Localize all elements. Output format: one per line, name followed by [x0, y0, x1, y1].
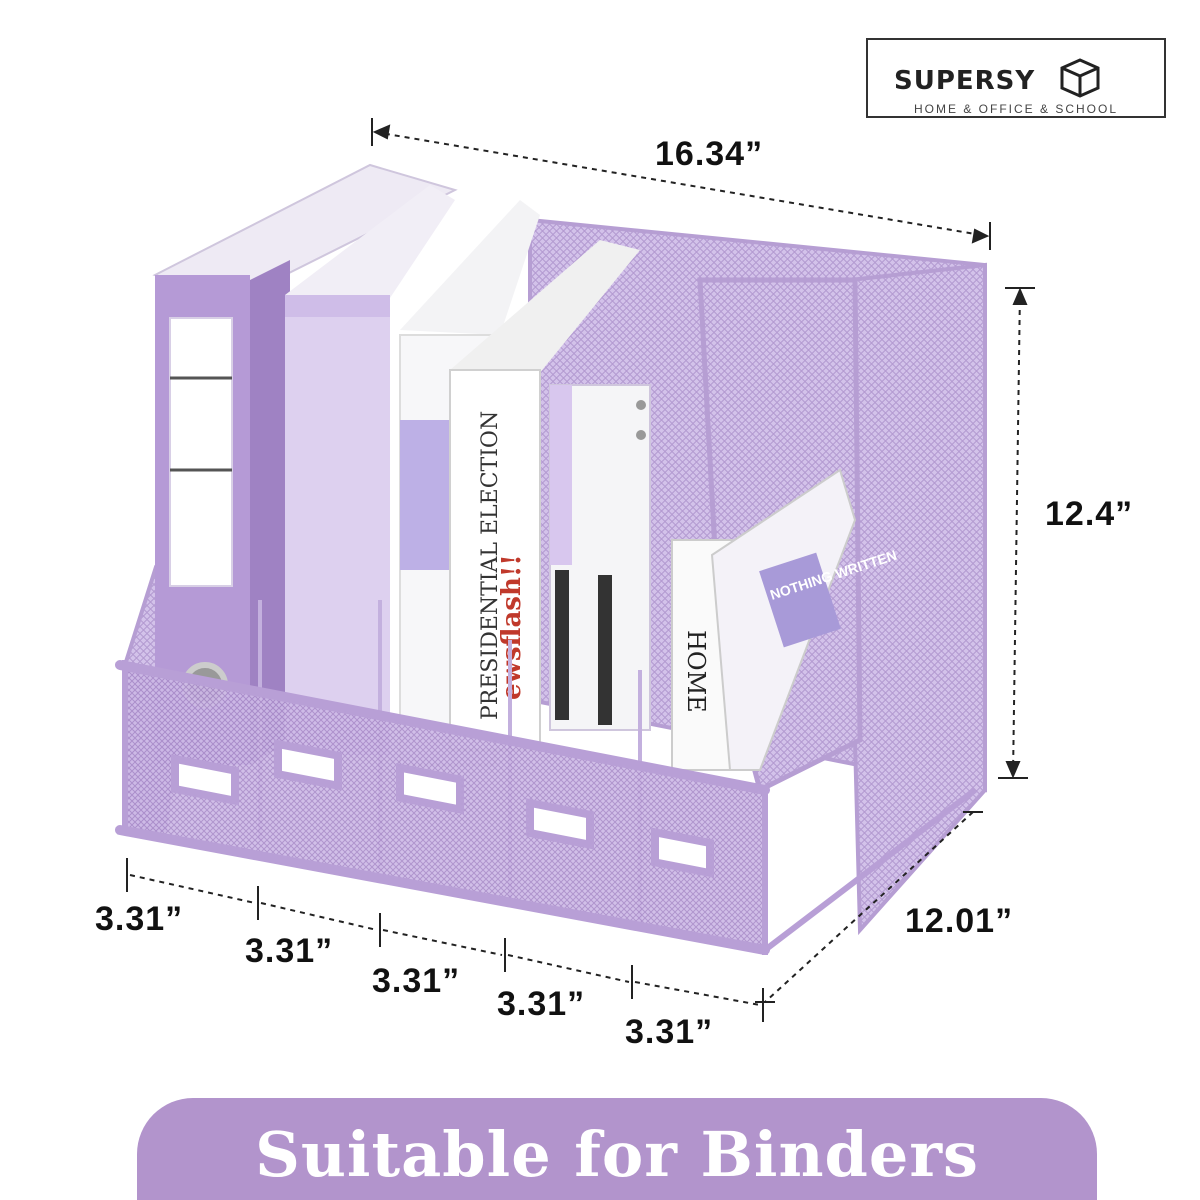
width-label: 16.34” — [655, 135, 764, 173]
lavender-binder — [285, 295, 390, 755]
file-organizer-illustration: PRESIDENTIAL ELECTION ewsflash!! HOME NO… — [115, 118, 1035, 1022]
brand-cube-icon — [1060, 58, 1100, 98]
newspaper-book — [449, 369, 541, 751]
depth-label: 12.01” — [905, 902, 1014, 940]
brand-logo: SUPERSY HOME & OFFICE & SCHOOL — [866, 38, 1166, 118]
height-label: 12.4” — [1045, 495, 1134, 533]
label-holder-3 — [396, 762, 464, 815]
newspaper-headline: PRESIDENTIAL ELECTION — [478, 411, 503, 720]
slot-label-1: 3.31” — [95, 900, 184, 938]
banner-text: Suitable for Binders — [255, 1118, 979, 1191]
home-spine-text: HOME — [682, 630, 710, 713]
slot-label-3: 3.31” — [372, 962, 461, 1000]
slot-label-4: 3.31” — [497, 985, 586, 1023]
label-holder-5 — [651, 827, 714, 878]
label-holder-1 — [171, 754, 239, 806]
slot-label-2: 3.31” — [245, 932, 334, 970]
width-dimension-line — [371, 118, 991, 250]
brand-tagline: HOME & OFFICE & SCHOOL — [868, 102, 1164, 116]
slot-label-5: 3.31” — [625, 1013, 714, 1051]
height-dimension-line — [998, 287, 1035, 779]
brand-name: SUPERSY — [894, 66, 1036, 96]
depth-dimension-line — [755, 811, 983, 1003]
label-holder-4 — [526, 798, 594, 850]
label-holder-2 — [274, 739, 342, 791]
slot-dimension-lines — [126, 858, 764, 1022]
feature-banner: Suitable for Binders — [137, 1098, 1097, 1200]
